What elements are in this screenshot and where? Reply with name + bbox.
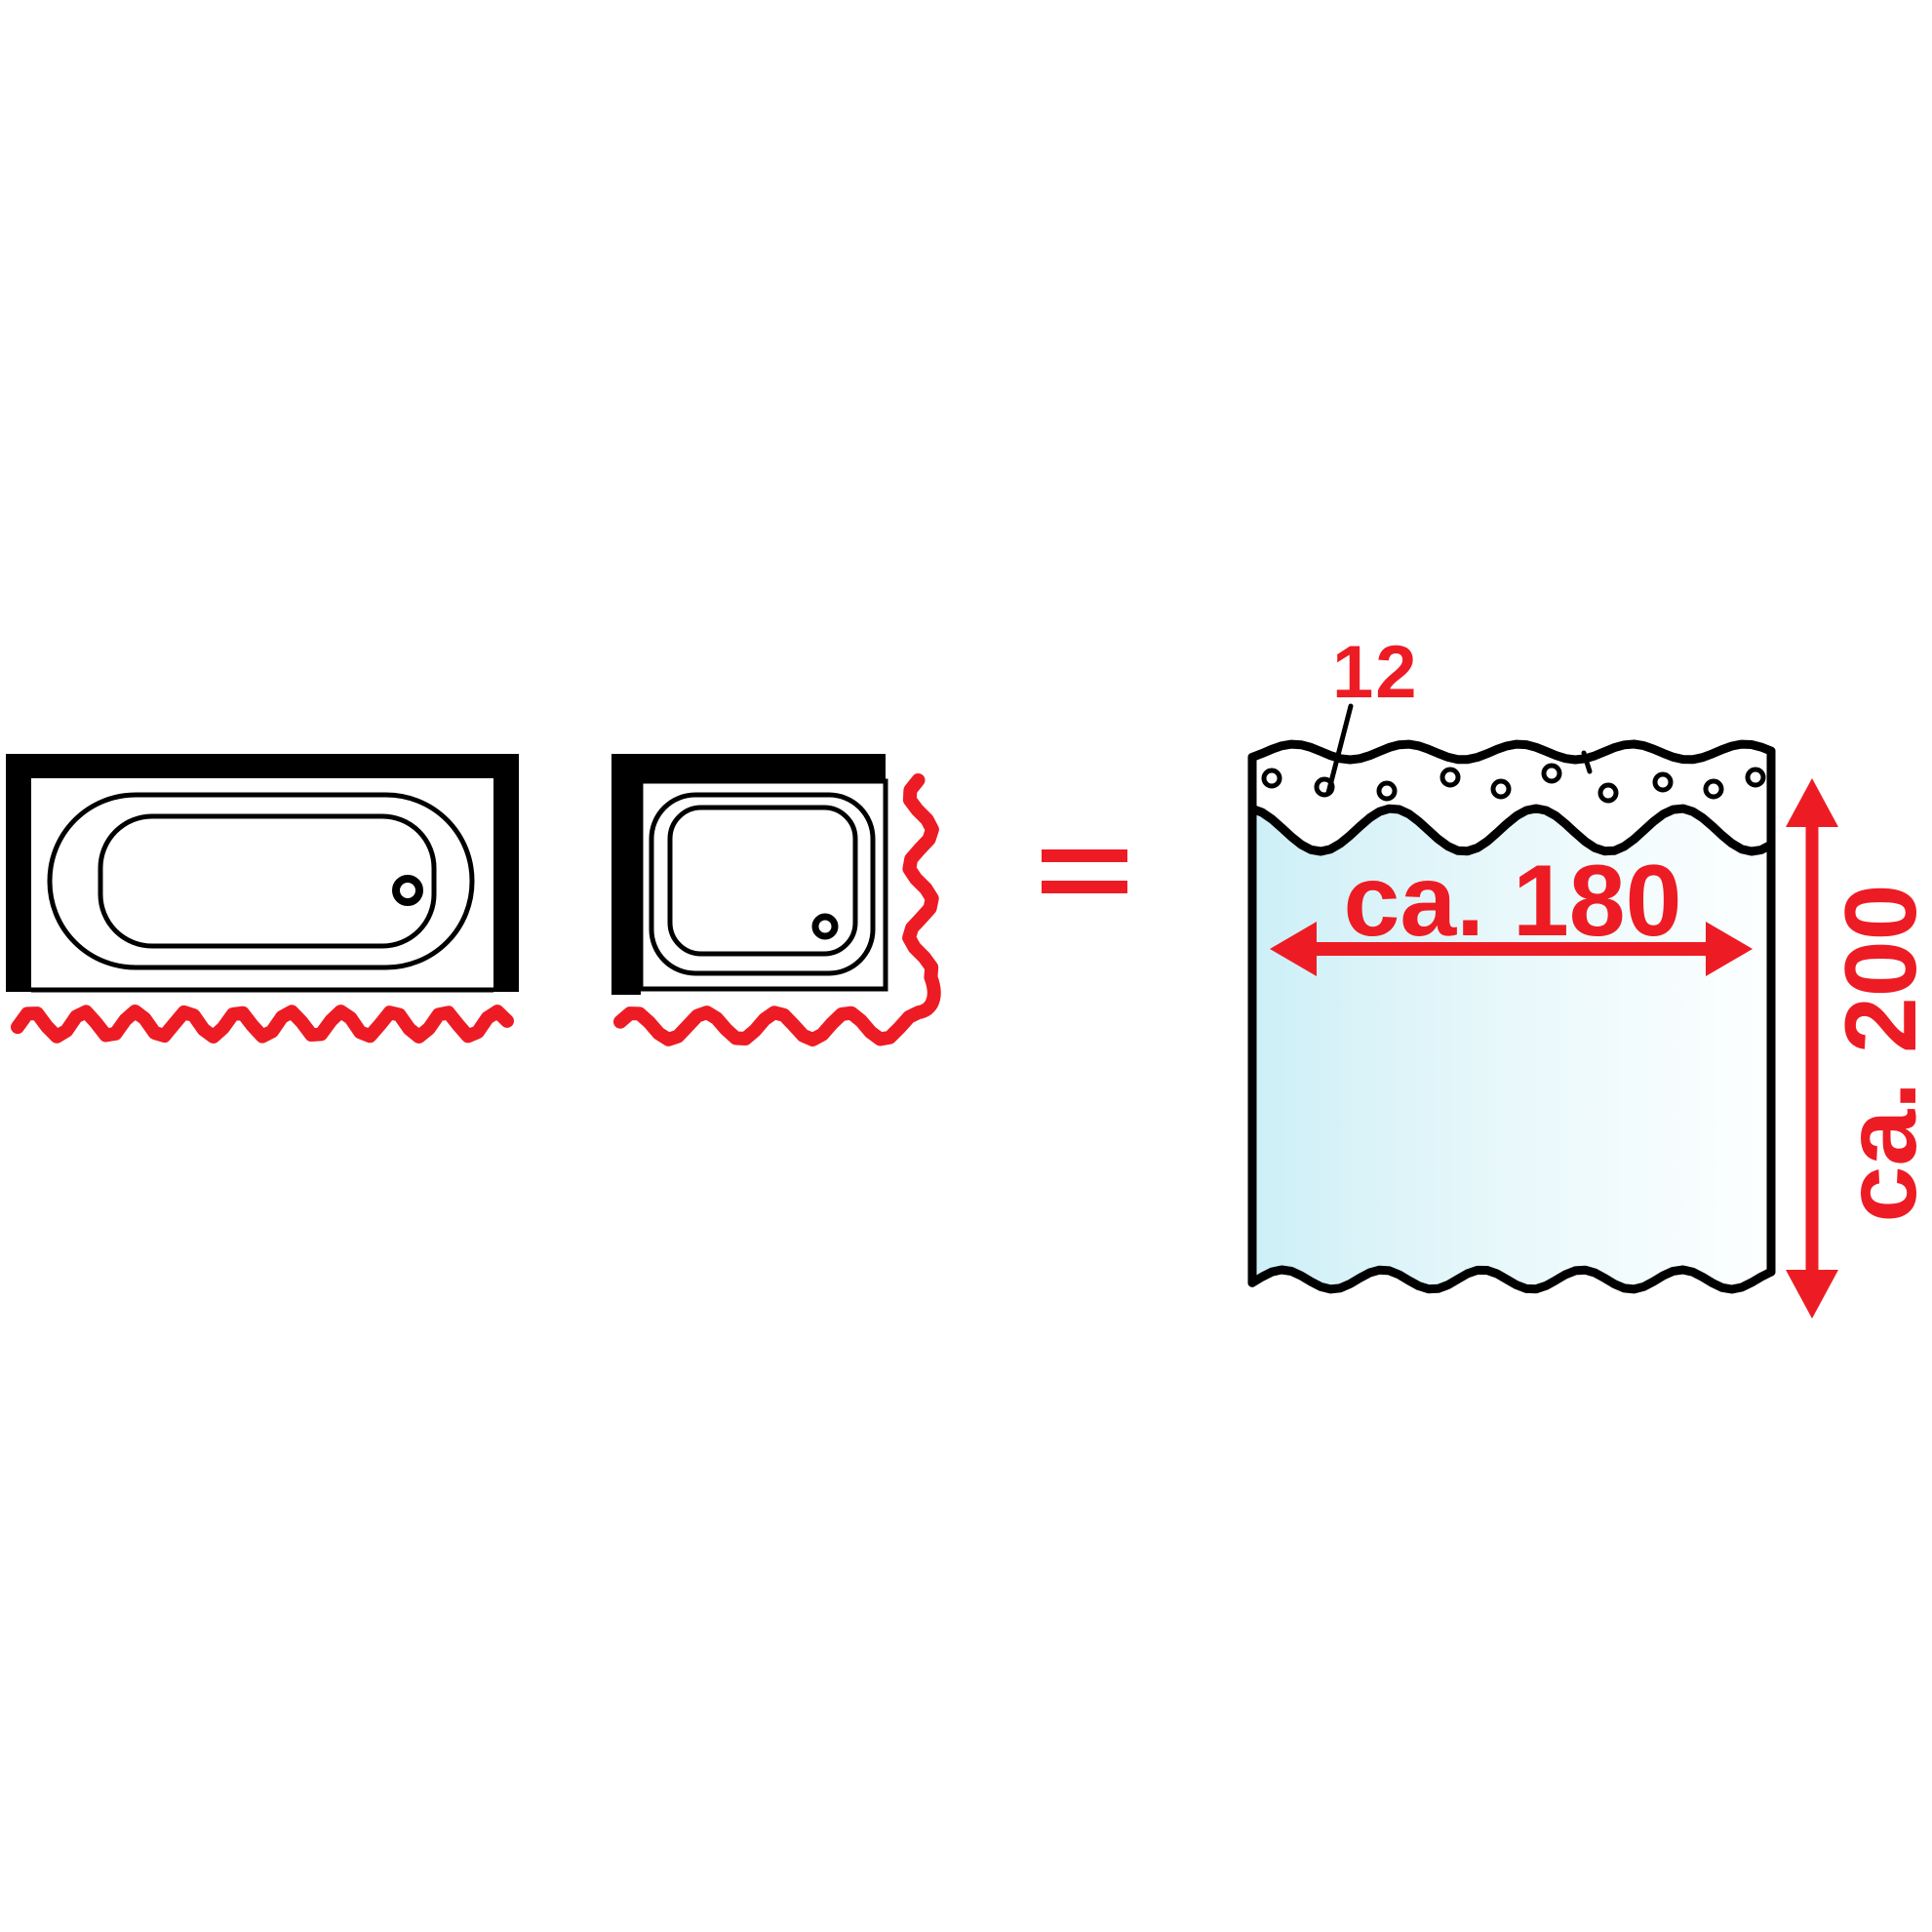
height-arrowhead-top [1786,778,1838,827]
curtain-eyelets [1261,763,1766,804]
eyelet-icon [1439,767,1461,788]
tray-rim [649,792,876,976]
shower-tray-top-view-icon [611,754,941,1046]
curtain-width-label: ca. 180 [1343,845,1682,958]
curtain-height-label: ca. 200 [1825,884,1932,1223]
eyelet-icon [1261,768,1282,789]
eyelet-icon [1597,782,1619,804]
tray-basin [667,805,858,957]
eyelet-leader-line [1325,703,1354,796]
pen-tick [1581,750,1593,774]
bathtub-wall-right [493,754,519,992]
eyelet-count-label: 12 [1332,631,1419,714]
eyelet-icon [1652,771,1674,793]
bathtub-wall-top [6,754,519,778]
tray-edge [638,778,888,992]
bathtub-wall-left [6,754,31,992]
eyelet-icon [1376,780,1398,802]
height-arrow-icon [1786,778,1838,1319]
curtain-header-band [1252,744,1771,851]
eyelet-icon [1541,763,1562,784]
curtain-drape-squiggle-icon [11,1005,514,1044]
equals-icon [1042,849,1127,893]
equals-bar-bottom [1042,881,1127,893]
width-arrowhead-right [1706,922,1753,976]
bathtub-basin [98,813,437,949]
eyelet-icon [1745,767,1766,788]
width-arrowhead-left [1270,922,1317,976]
bathtub-rim [47,792,475,970]
equals-bar-top [1042,849,1127,862]
tray-drain-icon [811,913,839,940]
shower-curtain-icon [1247,703,1776,1294]
eyelet-icon [1703,778,1724,800]
bathtub-top-view-icon [6,754,519,1044]
tray-wall-top [611,754,886,781]
width-arrow-icon [1270,922,1753,976]
curtain-header-seam [1247,804,1776,856]
curtain-bottom-edge [1247,1265,1776,1294]
eyelet-icon [1490,778,1512,800]
curtain-body [1252,808,1771,1289]
curtain-drape-squiggle-icon [613,773,941,1046]
tray-wall-left [611,754,641,995]
height-arrowhead-bottom [1786,1270,1838,1319]
bathtub-drain-icon [392,875,423,906]
